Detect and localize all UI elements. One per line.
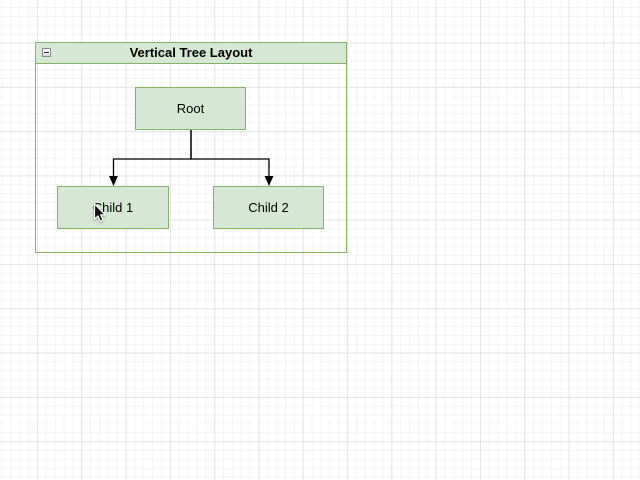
node-child-1-label: Child 1 xyxy=(92,200,134,215)
edge-root-child1[interactable] xyxy=(112,130,192,177)
edge-root-child2-arrowhead-icon xyxy=(264,176,274,186)
tree-layout-container[interactable]: Vertical Tree Layout Root Child 1 Child … xyxy=(35,42,347,253)
edge-root-child2[interactable] xyxy=(190,130,270,177)
container-title-bar[interactable]: Vertical Tree Layout xyxy=(36,43,346,64)
container-body: Root Child 1 Child 2 xyxy=(36,43,346,252)
collapse-button[interactable] xyxy=(42,48,51,57)
node-child-1[interactable]: Child 1 xyxy=(57,186,169,229)
node-child-2[interactable]: Child 2 xyxy=(213,186,324,229)
container-title: Vertical Tree Layout xyxy=(129,45,253,60)
node-root-label: Root xyxy=(176,101,205,116)
node-child-2-label: Child 2 xyxy=(248,200,289,215)
minus-icon xyxy=(44,52,49,53)
edge-root-child1-arrowhead-icon xyxy=(109,176,118,186)
node-root[interactable]: Root xyxy=(135,87,246,130)
